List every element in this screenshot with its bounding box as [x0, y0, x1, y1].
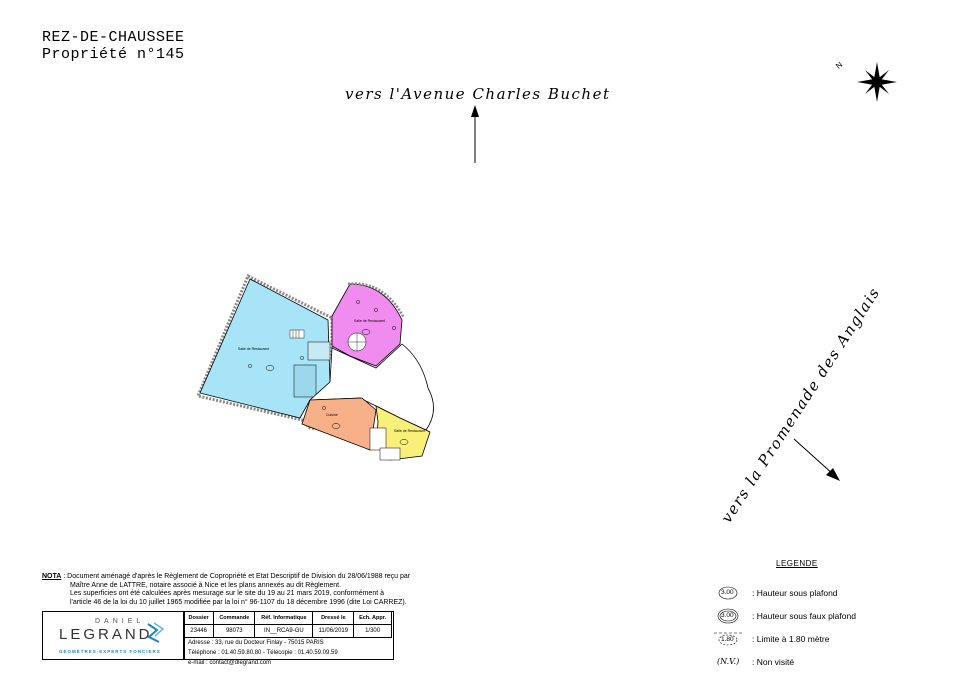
tb-header-commande: Commande: [213, 611, 256, 625]
legend-item-limit: : Limite à 1.80 mètre: [752, 634, 830, 644]
room-service-1[interactable]: [307, 341, 331, 361]
company-logo: DANIEL LEGRAND GÉOMÈTRES-EXPERTS FONCIER…: [42, 611, 185, 660]
tb-phone: Téléphone : 01.40.59.80.80 - Télécopie :…: [188, 650, 338, 656]
room-label-yellow: Salle de Restaurant: [394, 429, 425, 433]
room-label-blue: Salle de Restaurant: [238, 347, 269, 351]
arrow-east-icon: [793, 438, 840, 481]
arrow-north-icon: [471, 105, 479, 163]
nota-line-3: Les superficies ont été calculées après …: [70, 590, 385, 598]
floor-plan: Salle de Restaurant Salle de Restaurant …: [195, 273, 434, 461]
legend-symbol-3: 1.80: [721, 636, 734, 643]
nota-line-4: l'article 46 de la loi du 10 juillet 196…: [70, 598, 407, 606]
tb-header-scale: Ech. Appr.: [353, 611, 392, 625]
property-title: Propriété n°145: [42, 46, 185, 63]
tb-header-ref: Réf. Informatique: [254, 611, 314, 625]
legend-symbol-1: 3.00: [721, 589, 734, 596]
legend-symbol-2: 3.00: [721, 612, 734, 619]
tb-address: Adresse : 33, rue du Docteur Finlay - 75…: [188, 640, 324, 646]
road-label-east: vers la Promenade des Anglais: [717, 283, 884, 527]
room-restaurant-yellow[interactable]: [375, 405, 431, 461]
logo-mark-icon: [147, 622, 165, 643]
legend-symbols: [714, 586, 742, 646]
outer-wall: [195, 273, 334, 432]
tb-value-date: 11/06/2019: [312, 624, 355, 638]
tb-email: e-mail : contact@dlegrand.com: [188, 660, 272, 666]
stair-icon: [289, 329, 305, 339]
room-toilet[interactable]: [379, 447, 401, 461]
title-block: Dossier Commande Réf. Informatique Dress…: [182, 611, 394, 666]
legend-false-ceiling-icon: [717, 608, 739, 624]
legend-item-ceiling: : Hauteur sous plafond: [752, 588, 838, 598]
room-label-pink: Salle de Restaurant: [354, 319, 385, 323]
tb-value-ref: IN__RCA9-GU: [254, 624, 314, 638]
tb-value-commande: 98073: [213, 624, 256, 638]
room-label-orange: Cuisine: [326, 413, 338, 417]
legend-symbol-4: (N.V.): [717, 657, 740, 666]
tb-header-dossier: Dossier: [182, 611, 215, 625]
legend-item-not-visited: : Non visité: [752, 657, 795, 667]
tb-header-date: Dressé le: [312, 611, 355, 625]
level-title: REZ-DE-CHAUSSEE: [42, 29, 185, 46]
logo-line-1: DANIEL: [95, 618, 145, 625]
compass-letter: N: [834, 60, 844, 71]
legend-item-false-ceiling: : Hauteur sous faux plafond: [752, 611, 856, 621]
logo-line-2: LEGRAND: [59, 626, 153, 643]
nota-line-1: : Document aménagé d'après le Règlement …: [63, 573, 411, 580]
legend-ceiling-height-icon: [718, 586, 738, 600]
road-label-north: vers l'Avenue Charles Buchet: [345, 85, 611, 103]
legend-title: LEGENDE: [776, 559, 818, 568]
nota-block: NOTA : Document aménagé d'après le Règle…: [42, 573, 410, 607]
logo-line-3: GÉOMÈTRES-EXPERTS FONCIERS: [59, 649, 161, 654]
nota-line-2: Maître Anne de LATTRE, notaire associé à…: [70, 581, 342, 589]
height-markers: [248, 300, 409, 445]
tb-value-scale: 1/300: [353, 624, 392, 638]
room-storage[interactable]: [369, 427, 387, 451]
nota-label: NOTA: [42, 573, 62, 580]
compass-rose-icon: N: [834, 60, 897, 102]
room-service-2[interactable]: [293, 364, 317, 398]
tb-value-dossier: 23446: [182, 624, 215, 638]
